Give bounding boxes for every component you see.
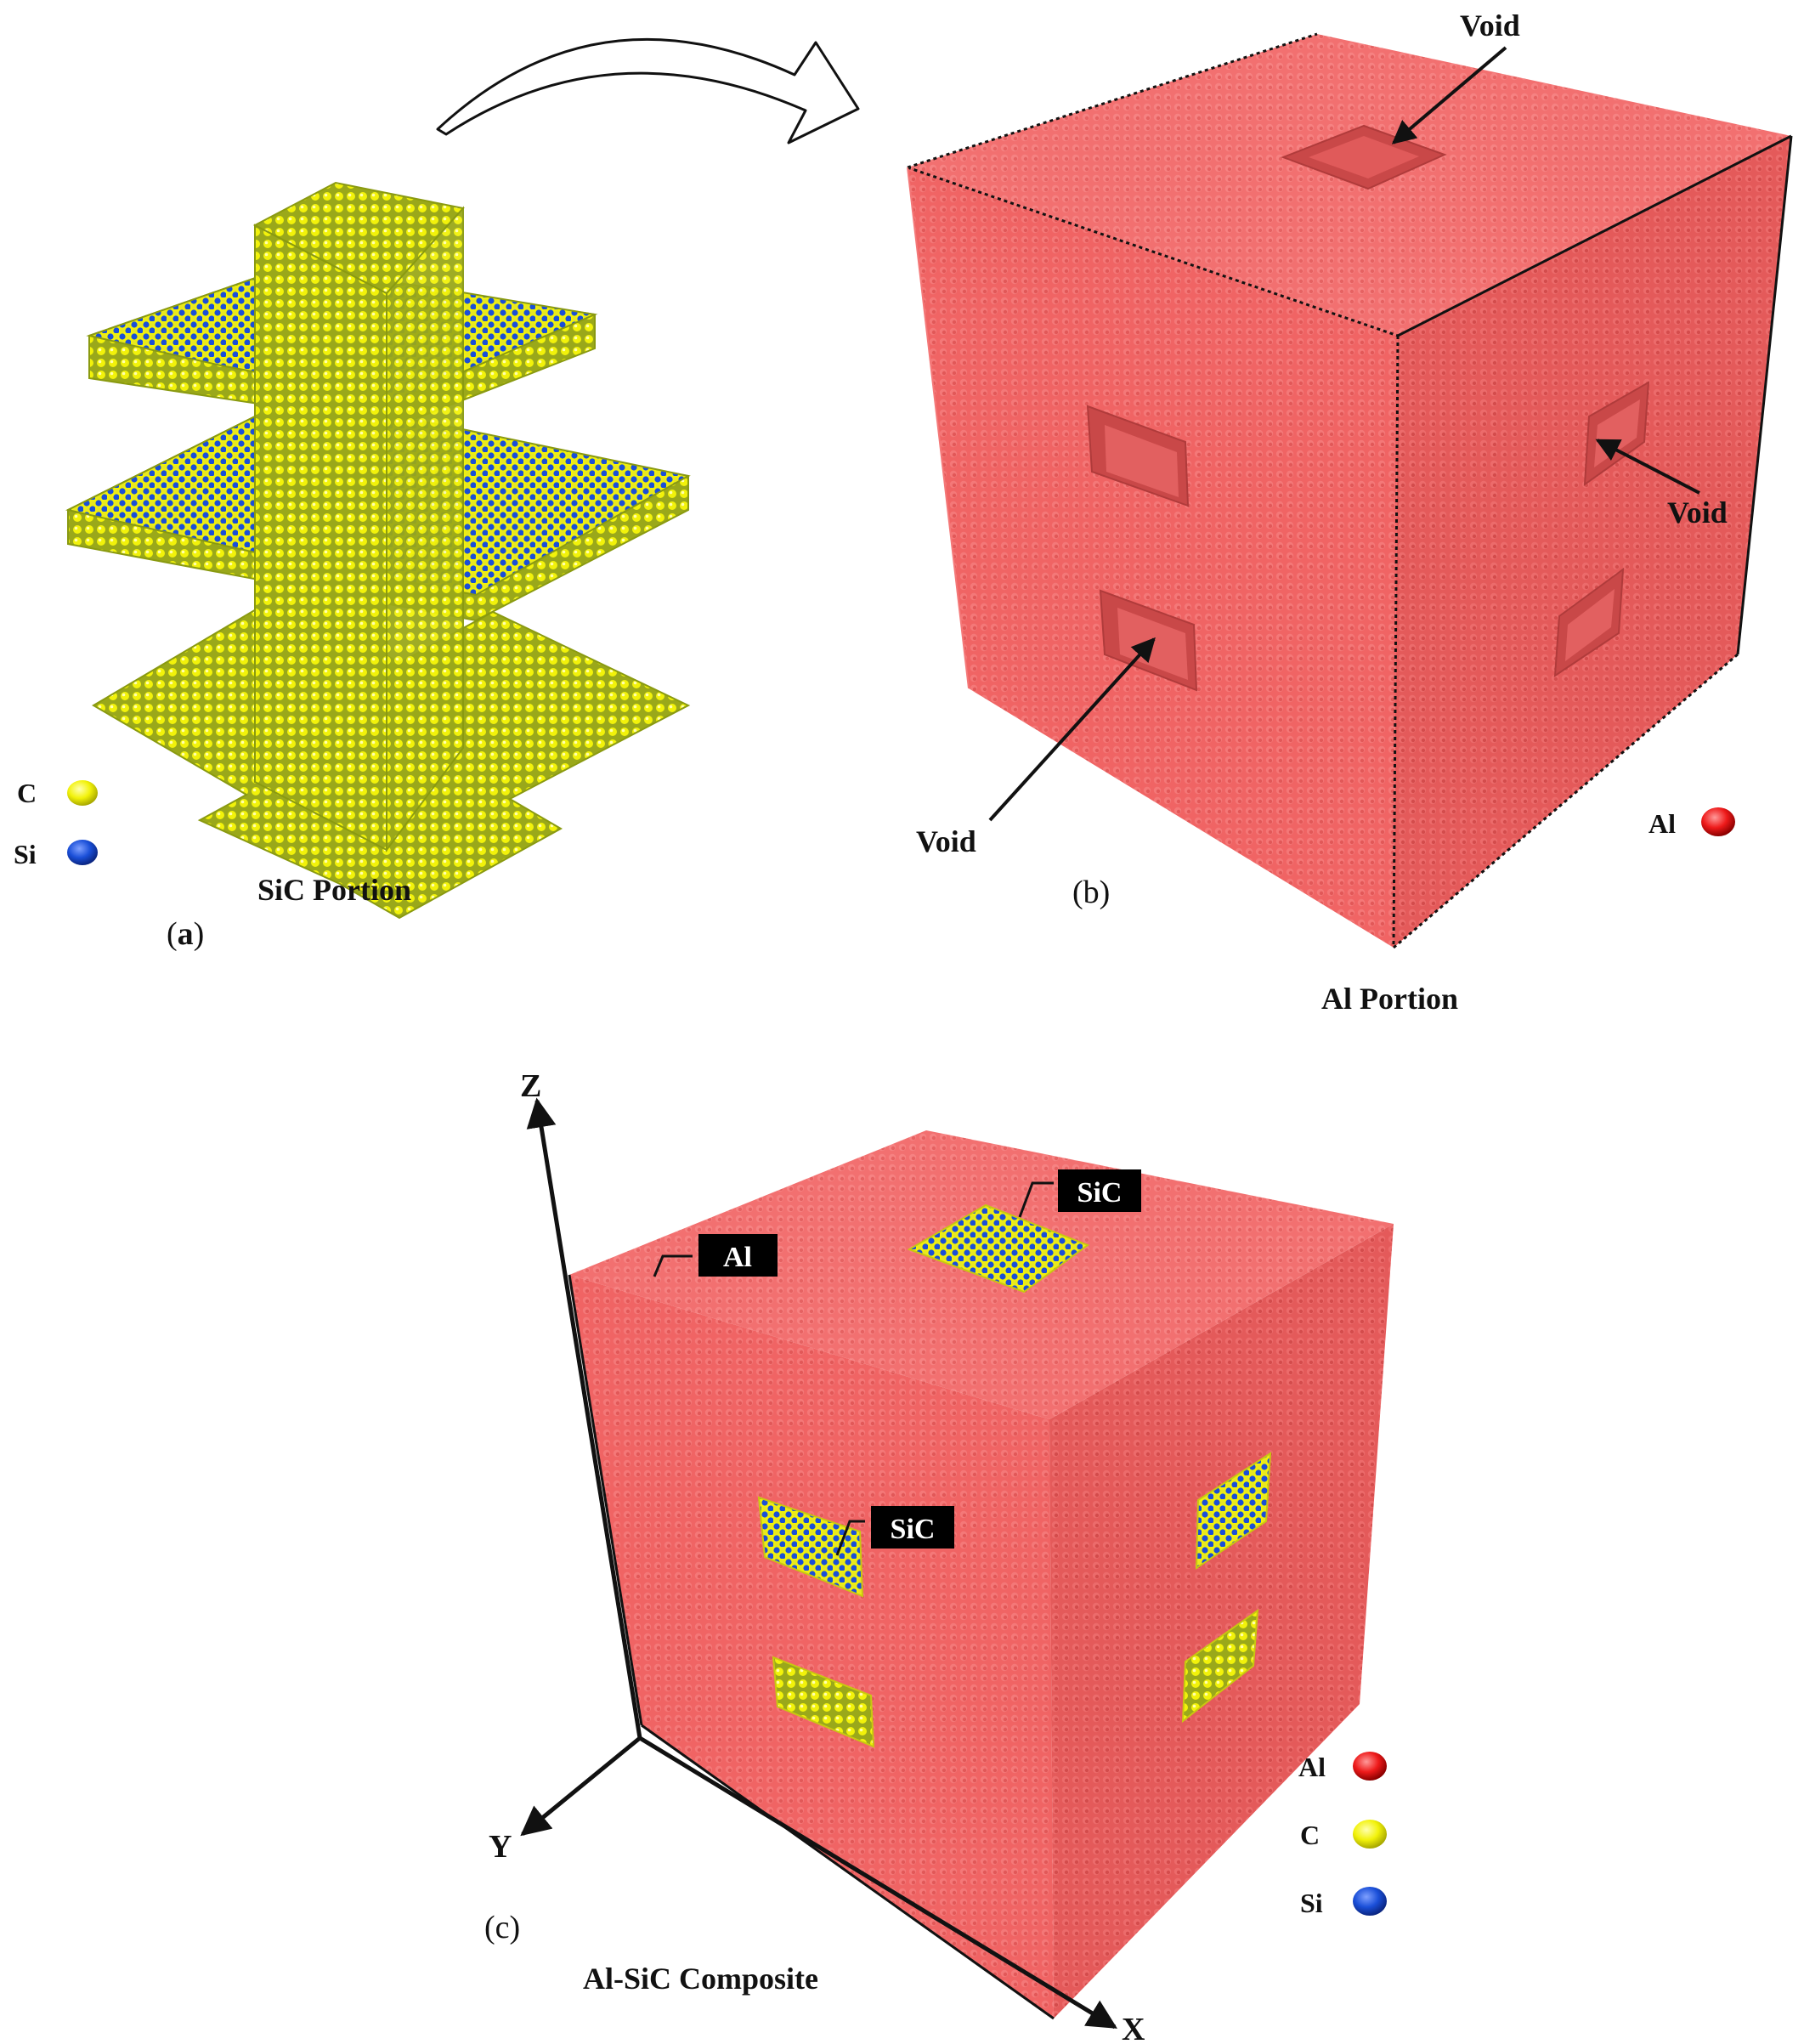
legend-si-label: Si	[14, 839, 37, 869]
legend-si-swatch	[67, 840, 98, 865]
legend-c-swatch-c	[1353, 1820, 1387, 1849]
cube-edge	[907, 166, 1399, 337]
legend-si-swatch-c	[1353, 1887, 1387, 1916]
panel-c-letter: (c)	[484, 1910, 520, 1945]
composite-left-face	[569, 1275, 1054, 2019]
legend-al-swatch-c	[1353, 1752, 1387, 1781]
tag-leader-sic-side	[835, 1520, 865, 1556]
panel-b-letter: (b)	[1072, 875, 1110, 910]
void-arrow-bottom	[988, 637, 1156, 822]
void-arrow-right	[1595, 439, 1700, 495]
cube-edge	[1392, 335, 1400, 948]
void-label-bottom: Void	[916, 824, 976, 858]
cube-edge-bottom	[641, 1724, 1055, 2020]
panel-a-sic-structure	[65, 181, 691, 920]
x-axis	[638, 1735, 1117, 2030]
sic-inclusion-left-lower	[772, 1656, 875, 1748]
tag-sic-top-box	[1058, 1169, 1141, 1212]
panel-b-caption: Al Portion	[1321, 982, 1458, 1016]
al-cube-left-face	[908, 167, 1398, 948]
legend-al-label-b: Al	[1648, 808, 1676, 839]
coordinate-axes: Z Y X	[489, 1068, 1145, 2044]
panel-c-composite-cube	[568, 1130, 1394, 2020]
legend-al-label-c: Al	[1298, 1752, 1326, 1782]
tag-leader-al	[653, 1254, 693, 1277]
y-axis	[520, 1736, 642, 1837]
panel-a-caption: SiC Portion	[257, 873, 411, 907]
sic-inclusion-left-upper	[757, 1496, 864, 1598]
cube-edge	[1397, 134, 1792, 337]
cube-edge	[1736, 135, 1793, 655]
sic-column-side	[386, 206, 464, 852]
legend-c-label: C	[17, 778, 37, 808]
sic-inclusion-right-lower	[1181, 1608, 1259, 1724]
z-axis	[526, 1097, 642, 1739]
void-label-top: Void	[1460, 8, 1520, 42]
legend-si-label-c: Si	[1300, 1888, 1323, 1918]
composite-right-face	[1049, 1224, 1394, 2019]
al-cube-top-face	[908, 34, 1791, 336]
al-cube-right-face	[1394, 136, 1791, 948]
panel-c-caption: Al-SiC Composite	[583, 1962, 818, 1996]
tag-al-text: Al	[723, 1242, 752, 1273]
tag-sic-side-box	[871, 1506, 954, 1549]
x-axis-label: X	[1122, 2012, 1145, 2044]
cube-edge	[1393, 653, 1739, 949]
legend-c-swatch	[67, 780, 98, 806]
void-top-inner	[1309, 136, 1419, 178]
panel-a-letter: (a)	[167, 916, 204, 952]
cube-edge-left	[568, 1274, 643, 1726]
tag-leader-sic-top	[1018, 1181, 1054, 1218]
panel-b-al-cube	[907, 32, 1793, 949]
sic-column-front	[254, 224, 387, 852]
sic-column-top	[252, 181, 465, 295]
sic-inclusion-top	[907, 1203, 1090, 1294]
panel-a-legend: C Si	[14, 778, 98, 869]
z-axis-label: Z	[520, 1068, 541, 1104]
tag-sic-top-text: SiC	[1077, 1177, 1123, 1209]
tag-sic-side-text: SiC	[891, 1514, 936, 1545]
transition-arrow	[436, 37, 860, 144]
sic-inclusion-right-upper	[1195, 1452, 1272, 1570]
y-axis-label: Y	[489, 1829, 512, 1865]
legend-al-swatch-b	[1701, 807, 1735, 836]
cube-edge	[907, 167, 970, 689]
void-left-upper-inner	[1105, 425, 1179, 497]
void-callouts: Void Void Void	[916, 8, 1728, 858]
void-label-right: Void	[1667, 495, 1728, 529]
legend-c-label-c: C	[1300, 1820, 1320, 1850]
panel-c-legend: Al C Si	[1298, 1752, 1387, 1918]
tag-al-box	[698, 1234, 778, 1277]
void-arrow-top	[1391, 46, 1507, 144]
composite-tags: Al SiC SiC	[653, 1169, 1141, 1556]
void-right-lower-inner	[1565, 589, 1615, 661]
